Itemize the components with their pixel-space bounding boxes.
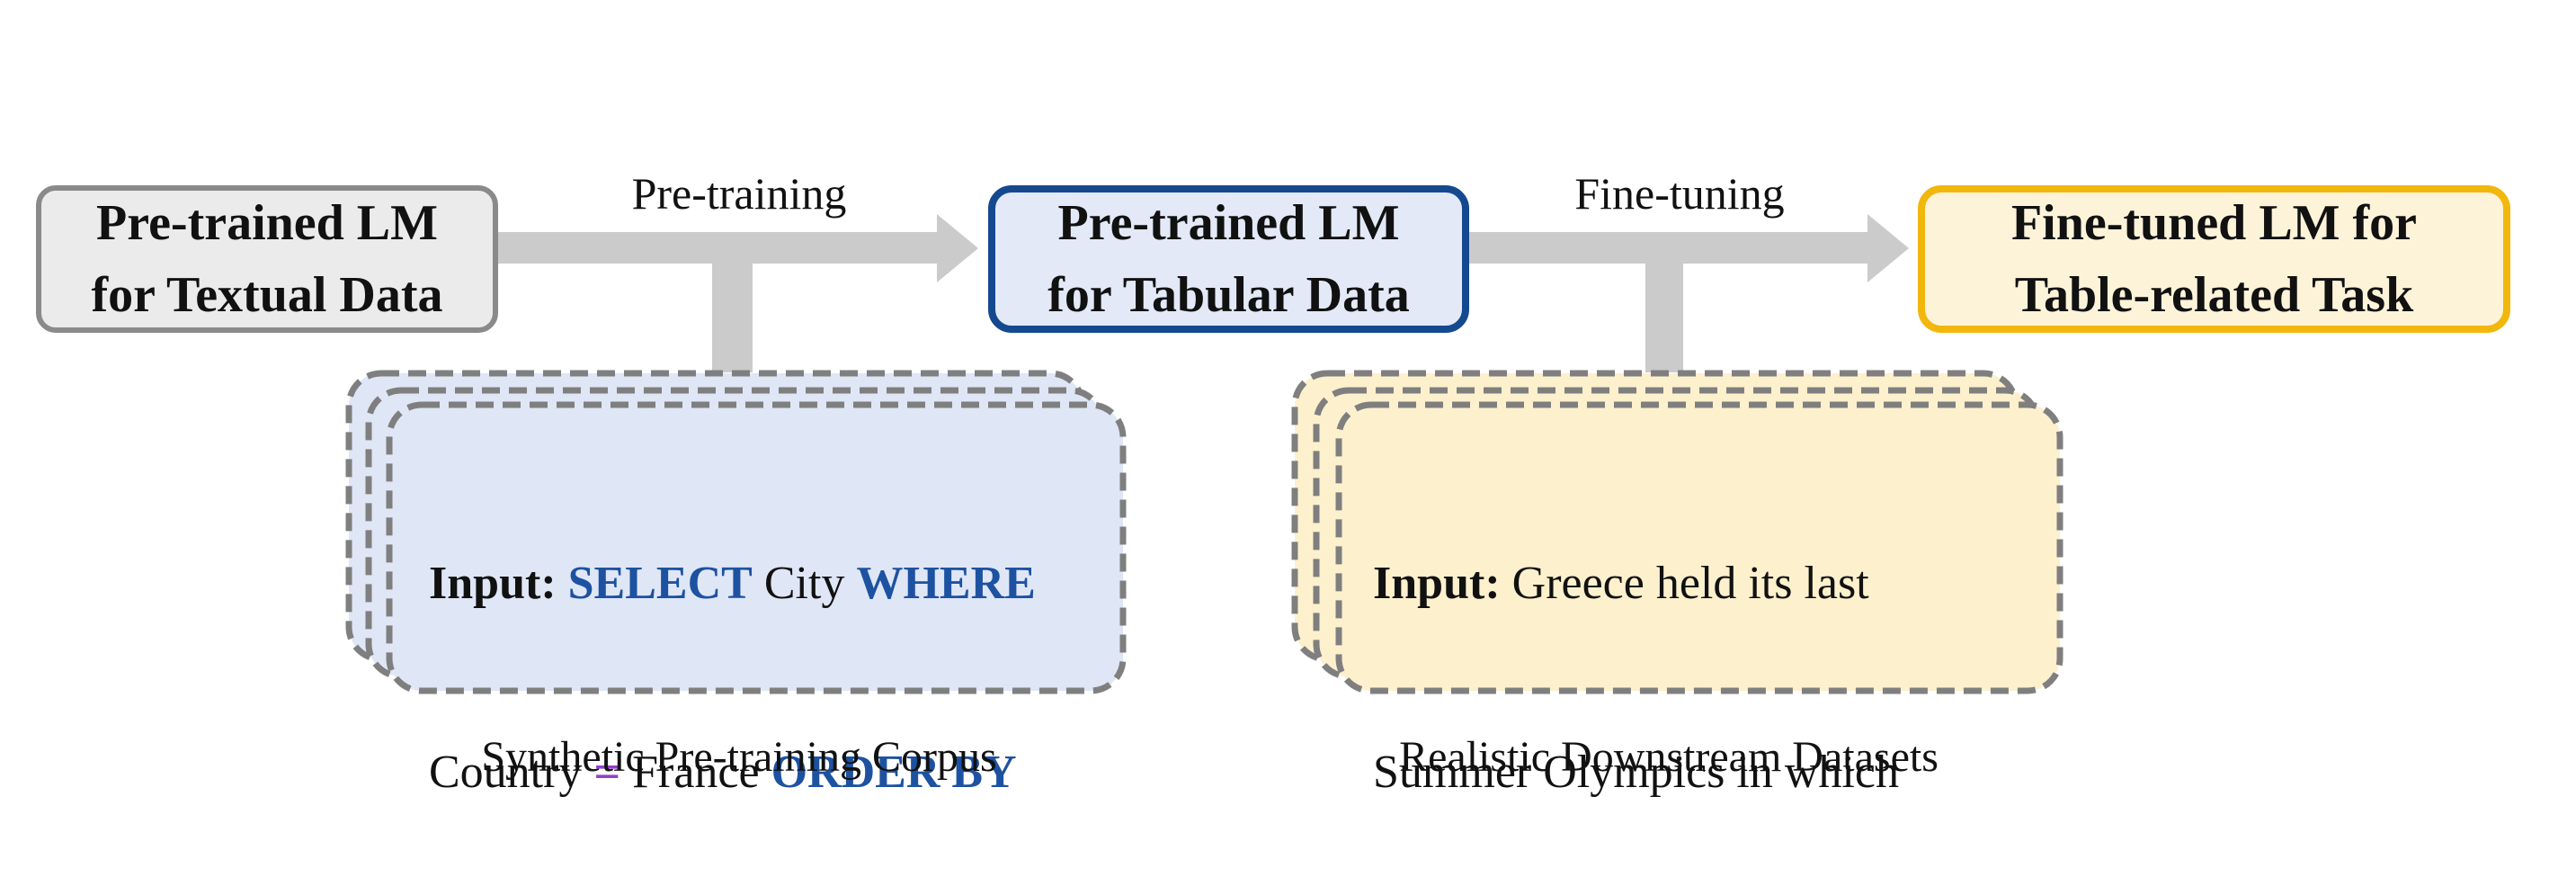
dataset-example-text: Input: Greece held its last Summer Olymp… [1339, 405, 2060, 798]
pipeline-box-textual-lm: Pre-trained LM for Textual Data [36, 185, 498, 333]
corpus-line-2: Country = France ORDER BY [429, 747, 1017, 798]
corpus-example-text: Input: SELECT City WHERE Country = Franc… [389, 405, 1123, 798]
pipeline-box-finetuned-lm: Fine-tuned LM for Table-related Task [1918, 185, 2510, 333]
pretraining-corpus-stack [345, 370, 1127, 694]
finetuning-arrowhead-icon [1867, 214, 1909, 282]
corpus-card-front [386, 401, 1127, 694]
dataset-card-front [1335, 401, 2063, 694]
box-title-line: for Tabular Data [1047, 267, 1410, 323]
pretraining-label: Pre-training [631, 168, 847, 219]
box-title-line: Table-related Task [2014, 267, 2414, 323]
box-title-line: Fine-tuned LM for [2010, 195, 2418, 251]
dataset-line-2: Summer Olympics in which [1373, 747, 1899, 798]
corpus-line-1: Input: SELECT City WHERE [429, 558, 1036, 609]
pretraining-connector-bar [712, 247, 753, 372]
dataset-line-1: Input: Greece held its last [1373, 558, 1869, 609]
finetuning-label: Fine-tuning [1574, 168, 1785, 219]
box-title-line: Pre-trained LM [1057, 195, 1400, 251]
finetuning-connector-bar [1645, 247, 1683, 372]
datasets-caption: Realistic Downstream Datasets [1399, 733, 1939, 781]
pipeline-box-tabular-lm: Pre-trained LM for Tabular Data [988, 185, 1469, 333]
pretraining-arrowhead-icon [937, 214, 978, 282]
box-title-line: Pre-trained LM [96, 195, 438, 251]
downstream-datasets-stack [1291, 370, 2063, 694]
corpus-caption: Synthetic Pre-training Corpus [481, 733, 997, 781]
box-title-line: for Textual Data [91, 267, 443, 323]
